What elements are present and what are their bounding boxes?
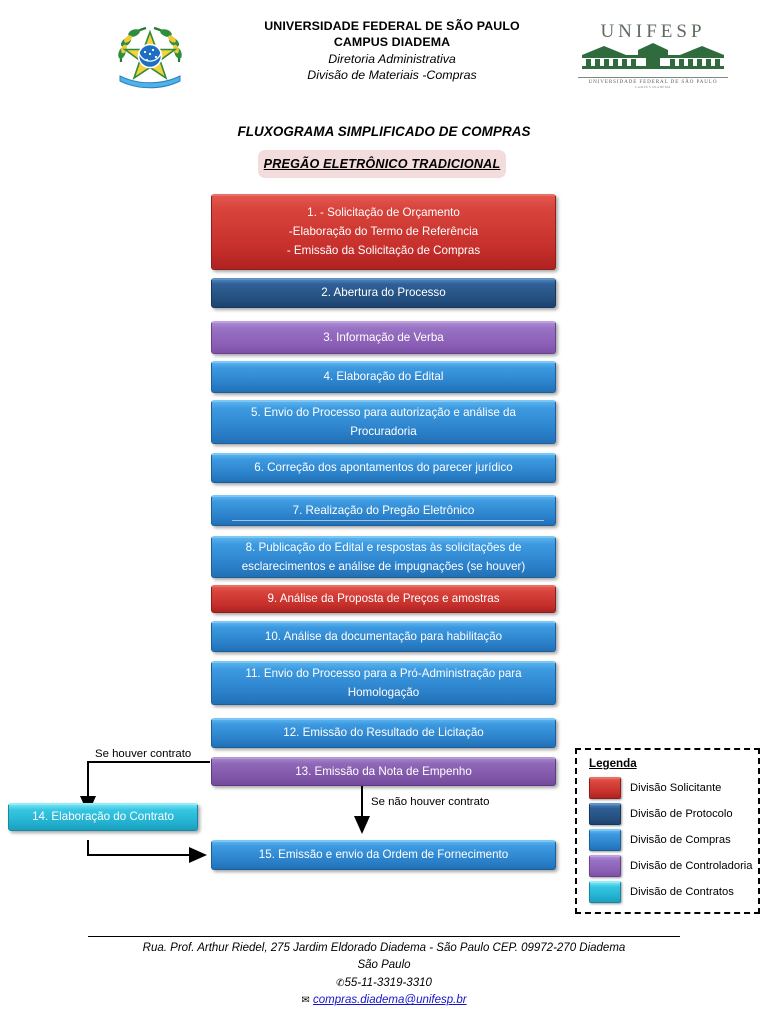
branch-label-with-contract: Se houver contrato <box>95 748 192 760</box>
legend-title: Legenda <box>589 757 637 770</box>
legend-label-solicitante: Divisão Solicitante <box>630 782 722 794</box>
flow-step-1-line-1: 1. - Solicitação de Orçamento <box>307 206 460 220</box>
unifesp-logo: UNIFESP UNIVERSIDADE FEDERAL DE SÃO PAUL… <box>578 21 728 89</box>
process-type-banner: PREGÃO ELETRÔNICO TRADICIONAL <box>258 150 506 178</box>
flow-step-2-label: 2. Abertura do Processo <box>321 286 446 300</box>
flow-step-3[interactable]: 3. Informação de Verba <box>211 321 556 354</box>
unifesp-wordmark: UNIFESP <box>600 21 706 42</box>
flow-step-9-label: 9. Análise da Proposta de Preços e amost… <box>267 592 500 606</box>
legend-item-protocolo: Divisão de Protocolo <box>589 801 758 827</box>
legend-label-controladoria: Divisão de Controladoria <box>630 860 753 872</box>
legend-item-compras: Divisão de Compras <box>589 827 758 853</box>
envelope-icon: ✉ <box>301 995 310 1007</box>
flow-step-3-label: 3. Informação de Verba <box>323 330 444 344</box>
campus-name: CAMPUS DIADEMA <box>333 35 451 50</box>
branch-label-without-contract: Se não houver contrato <box>371 796 490 808</box>
footer-phone: 55-11-3319-3310 <box>344 976 432 989</box>
flow-step-7[interactable]: 7. Realização do Pregão Eletrônico <box>211 495 556 526</box>
flowchart-title: FLUXOGRAMA SIMPLIFICADO DE COMPRAS <box>237 124 531 139</box>
flow-step-7-underline <box>232 520 544 521</box>
footer-address-line-2: São Paulo <box>357 959 411 972</box>
footer-address-line-1: Rua. Prof. Arthur Riedel, 275 Jardim Eld… <box>142 942 626 954</box>
legend-item-solicitante: Divisão Solicitante <box>589 775 758 801</box>
legend-swatch-cyan <box>589 881 621 903</box>
institution-title-block: UNIVERSIDADE FEDERAL DE SÃO PAULO CAMPUS… <box>214 18 570 84</box>
directorate-name: Diretoria Administrativa <box>328 51 456 66</box>
flow-step-13-label: 13. Emissão da Nota de Empenho <box>295 764 472 778</box>
flow-step-6[interactable]: 6. Correção dos apontamentos do parecer … <box>211 453 556 483</box>
flow-step-6-label: 6. Correção dos apontamentos do parecer … <box>254 461 513 475</box>
flow-step-2[interactable]: 2. Abertura do Processo <box>211 278 556 308</box>
legend-item-contratos: Divisão de Contratos <box>589 879 758 905</box>
flow-step-13[interactable]: 13. Emissão da Nota de Empenho <box>211 757 556 786</box>
legend-swatch-red <box>589 777 621 799</box>
legend-label-contratos: Divisão de Contratos <box>630 886 734 898</box>
flow-step-14-label: 14. Elaboração do Contrato <box>32 810 174 824</box>
legend: Legenda Divisão Solicitante Divisão de P… <box>575 748 760 914</box>
flow-step-11[interactable]: 11. Envio do Processo para a Pró-Adminis… <box>211 661 556 705</box>
flow-step-10-label: 10. Análise da documentação para habilit… <box>264 629 503 643</box>
unifesp-building-icon <box>582 43 724 69</box>
flow-step-8[interactable]: 8. Publicação do Edital e respostas às s… <box>211 536 556 578</box>
telephone-icon: ✆ <box>336 977 345 989</box>
flow-step-12[interactable]: 12. Emissão do Resultado de Licitação <box>211 718 556 748</box>
footer-email-row: ✉ compras.diadema@unifesp.br <box>60 992 708 1009</box>
flow-step-7-label: 7. Realização do Pregão Eletrônico <box>292 503 475 517</box>
flow-step-4[interactable]: 4. Elaboração do Edital <box>211 361 556 393</box>
flow-step-5-label: 5. Envio do Processo para autorização e … <box>251 405 516 438</box>
flow-step-11-label: 11. Envio do Processo para a Pró-Adminis… <box>245 666 522 699</box>
flow-step-8-label: 8. Publicação do Edital e respostas às s… <box>241 540 526 573</box>
process-type-label: PREGÃO ELETRÔNICO TRADICIONAL <box>263 157 501 171</box>
flow-step-15-label: 15. Emissão e envio da Ordem de Fornecim… <box>258 848 509 862</box>
legend-swatch-navy <box>589 803 621 825</box>
page-header: UNIVERSIDADE FEDERAL DE SÃO PAULO CAMPUS… <box>0 0 768 108</box>
flow-step-10[interactable]: 10. Análise da documentação para habilit… <box>211 621 556 652</box>
brazil-coat-of-arms-icon <box>108 14 192 100</box>
division-name: Divisão de Materiais -Compras <box>307 68 477 83</box>
legend-label-protocolo: Divisão de Protocolo <box>630 808 733 820</box>
legend-label-compras: Divisão de Compras <box>630 834 731 846</box>
footer-phone-row: ✆55-11-3319-3310 <box>60 975 708 992</box>
flow-step-1-line-3: - Emissão da Solicitação de Compras <box>286 243 481 257</box>
flow-step-5[interactable]: 5. Envio do Processo para autorização e … <box>211 400 556 444</box>
footer-email-link[interactable]: compras.diadema@unifesp.br <box>313 994 467 1007</box>
flow-step-1-line-2: -Elaboração do Termo de Referência <box>288 225 479 239</box>
flow-step-15[interactable]: 15. Emissão e envio da Ordem de Fornecim… <box>211 840 556 870</box>
flow-step-12-label: 12. Emissão do Resultado de Licitação <box>283 726 484 740</box>
footer-divider <box>88 936 680 937</box>
flow-step-14[interactable]: 14. Elaboração do Contrato <box>8 803 198 831</box>
university-name: UNIVERSIDADE FEDERAL DE SÃO PAULO <box>264 19 520 33</box>
flow-step-4-label: 4. Elaboração do Edital <box>323 370 444 384</box>
flow-step-1[interactable]: 1. - Solicitação de Orçamento -Elaboraçã… <box>211 194 556 270</box>
unifesp-logo-subtitle: UNIVERSIDADE FEDERAL DE SÃO PAULO <box>578 77 728 85</box>
page-footer: Rua. Prof. Arthur Riedel, 275 Jardim Eld… <box>60 940 708 1010</box>
legend-item-controladoria: Divisão de Controladoria <box>589 853 758 879</box>
flow-step-9[interactable]: 9. Análise da Proposta de Preços e amost… <box>211 585 556 613</box>
unifesp-logo-campus: CAMPUS DIADEMA <box>635 85 671 89</box>
legend-swatch-purple <box>589 855 621 877</box>
legend-swatch-blue <box>589 829 621 851</box>
